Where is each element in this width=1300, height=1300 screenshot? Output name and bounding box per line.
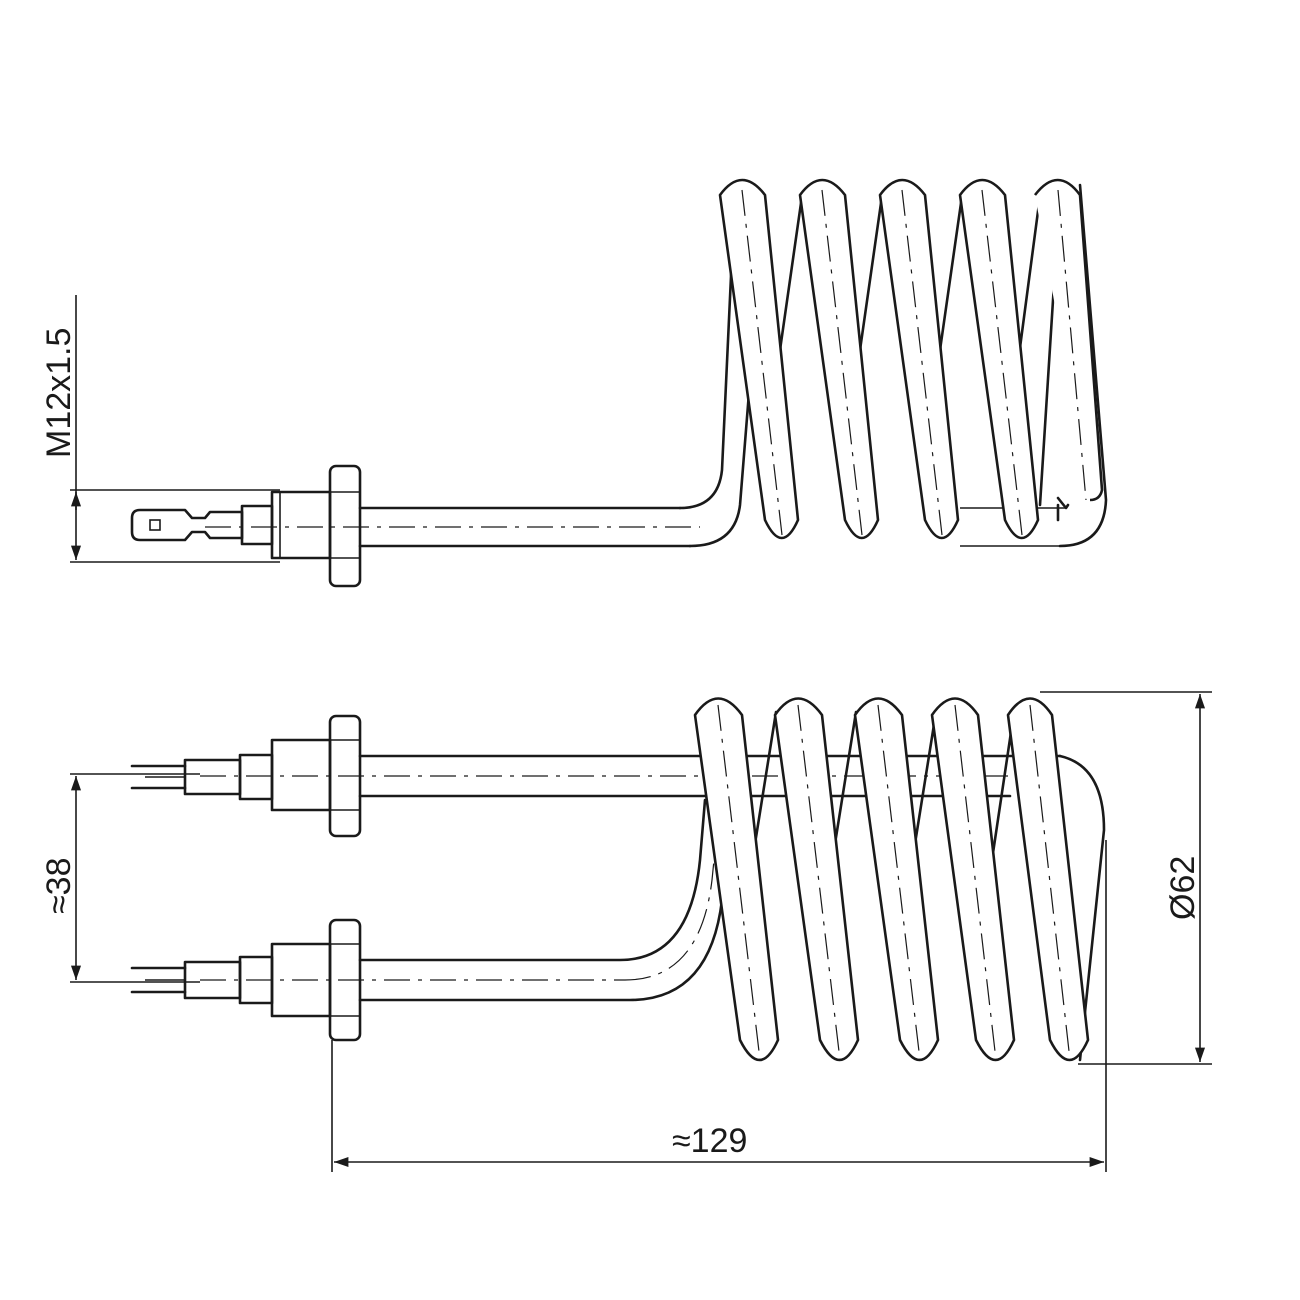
top-view: M12x1.5 xyxy=(40,178,1108,588)
length-label: ≈129 xyxy=(672,1122,747,1160)
thread-dimension: M12x1.5 xyxy=(40,295,280,563)
upper-terminal xyxy=(130,714,362,838)
top-coil xyxy=(678,178,1108,548)
top-nut xyxy=(270,464,362,588)
length-dimension: ≈129 xyxy=(331,840,1107,1172)
top-tube xyxy=(205,506,700,548)
bottom-view: ≈38 Ø62 ≈129 xyxy=(40,691,1212,1172)
diameter-dimension: Ø62 xyxy=(1040,691,1212,1065)
bottom-coil xyxy=(693,697,1090,1062)
pitch-label: ≈38 xyxy=(40,858,78,914)
pitch-dimension: ≈38 xyxy=(40,773,200,983)
diameter-label: Ø62 xyxy=(1164,856,1202,920)
top-terminal-tab xyxy=(130,504,274,546)
thread-label: M12x1.5 xyxy=(40,328,78,458)
